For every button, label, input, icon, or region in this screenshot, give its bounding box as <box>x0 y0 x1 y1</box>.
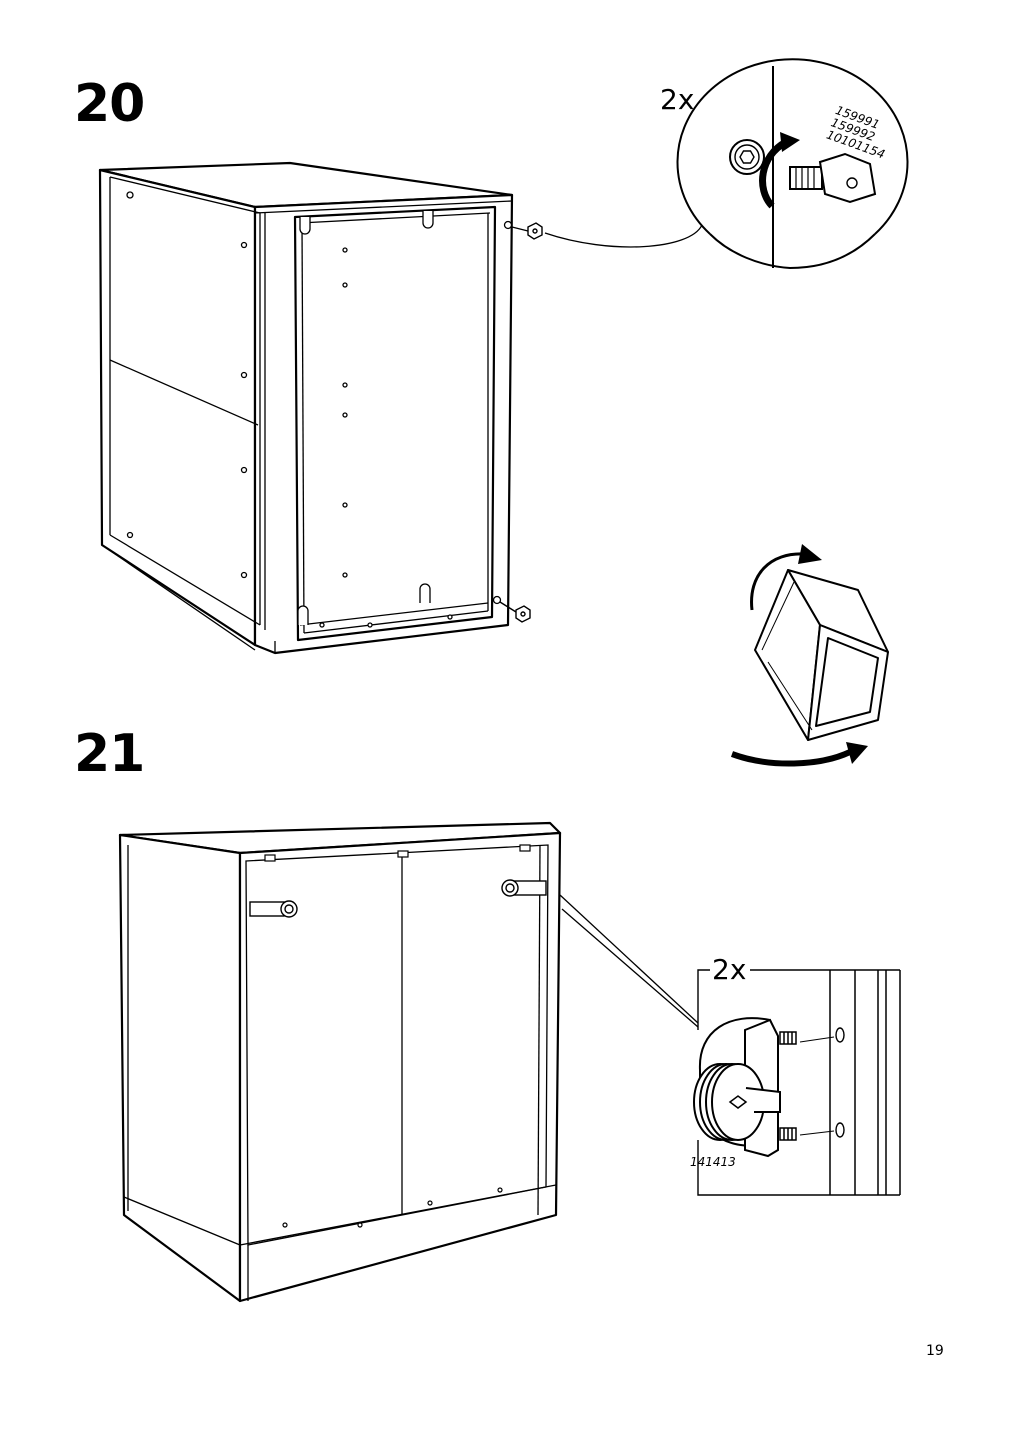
quantity-label-step-21: 2x <box>712 953 747 986</box>
page-number: 19 <box>926 1343 944 1359</box>
hinge-detail-callout <box>693 969 901 1196</box>
quantity-label-step-20: 2x <box>660 83 695 116</box>
step-20-number: 20 <box>74 74 145 134</box>
leveler-detail-callout <box>676 58 909 270</box>
step-21-number: 21 <box>74 724 145 784</box>
rotate-cabinet-icon <box>730 544 889 767</box>
cabinet-illustration-step-20 <box>98 161 703 655</box>
cabinet-illustration-step-21 <box>118 821 699 1303</box>
part-number-141413: 141413 <box>690 1155 736 1169</box>
